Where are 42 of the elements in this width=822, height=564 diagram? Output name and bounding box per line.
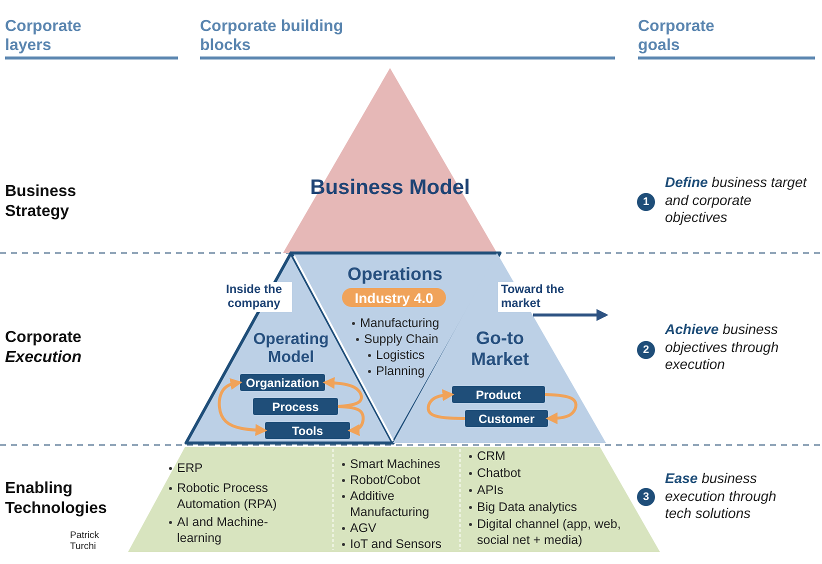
arrow xyxy=(533,309,608,321)
node-title: Business Model xyxy=(309,176,471,200)
bullet-item: Additive Manufacturing xyxy=(341,488,468,520)
goal-text: Achieve business objectives through execution xyxy=(665,321,780,374)
bullet-item: AGV xyxy=(341,520,468,536)
component-box: Customer xyxy=(465,410,548,427)
component-box: Organization xyxy=(240,374,325,391)
node-title: Go-to Market xyxy=(470,328,530,370)
goal-text: Define business target and corporate objectives xyxy=(665,174,808,226)
layer-label: Corporate Execution xyxy=(5,328,82,368)
industry-badge: Industry 4.0 xyxy=(342,288,446,307)
step-number: 2 xyxy=(637,341,655,359)
bullet-item: Chatbot xyxy=(468,465,655,481)
step-number: 3 xyxy=(637,488,655,506)
bullet-item: Robotic Process Automation (RPA) xyxy=(168,480,327,512)
component-box: Product xyxy=(452,386,545,403)
bullet-item: Smart Machines xyxy=(341,456,468,472)
column-header: Corporate building blocks xyxy=(200,17,344,56)
step-number: 1 xyxy=(637,193,655,211)
node-title: Operations xyxy=(346,264,444,285)
component-box: Tools xyxy=(265,422,350,439)
arrow xyxy=(544,393,578,424)
bullet-item: Robot/Cobot xyxy=(341,472,468,488)
bullet-item: IoT and Sensors xyxy=(341,536,468,552)
component-box: Process xyxy=(253,398,338,415)
bullet-item: ERP xyxy=(168,460,327,476)
node-title: Operating Model xyxy=(252,331,330,368)
business-model-triangle xyxy=(283,68,497,253)
author-credit: Patrick Turchi xyxy=(70,530,100,553)
arrow xyxy=(426,389,466,420)
arrow xyxy=(338,405,365,436)
technologies-trapezoid xyxy=(128,447,660,552)
bullet-item: Digital channel (app, web, social net + media) xyxy=(468,516,655,548)
bullet-item: CRM xyxy=(468,448,655,464)
column-header: Corporate goals xyxy=(638,17,716,56)
arrow xyxy=(322,376,363,408)
column-header: Corporate layers xyxy=(5,17,82,56)
layer-label: Business Strategy xyxy=(5,182,78,222)
goal-text: Ease business execution through tech solutions xyxy=(665,470,778,522)
arrow xyxy=(218,378,268,436)
layer-label: Enabling Technologies xyxy=(5,479,108,519)
bullet-item: AI and Machine-learning xyxy=(168,514,292,546)
